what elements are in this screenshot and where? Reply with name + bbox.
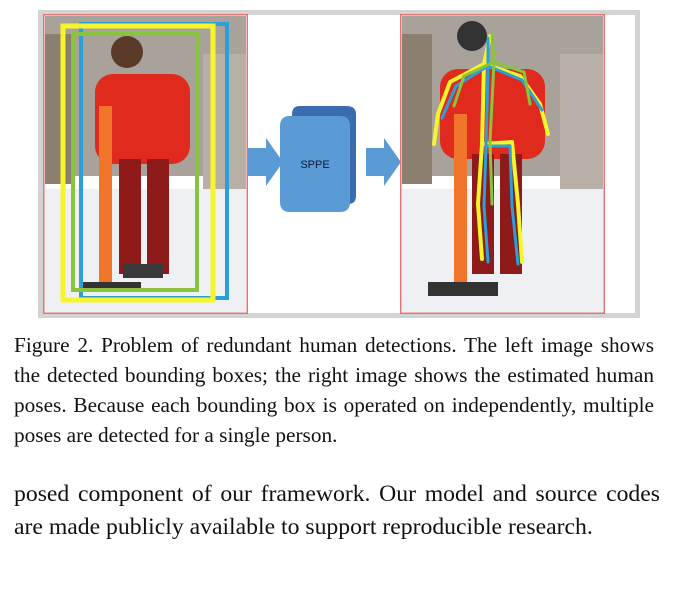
sppe-label: SPPE: [300, 159, 329, 171]
arrow-out-icon: [366, 138, 401, 186]
left-image-bounding-boxes: [43, 14, 248, 314]
right-image-estimated-poses: [400, 14, 605, 314]
figure-caption: Figure 2. Problem of redundant human det…: [14, 333, 654, 447]
sppe-diagram: SPPE: [248, 106, 401, 212]
arrow-in-icon: [248, 138, 283, 186]
body-paragraph: posed component of our framework. Our mo…: [14, 481, 660, 540]
sppe-block: [280, 116, 350, 212]
